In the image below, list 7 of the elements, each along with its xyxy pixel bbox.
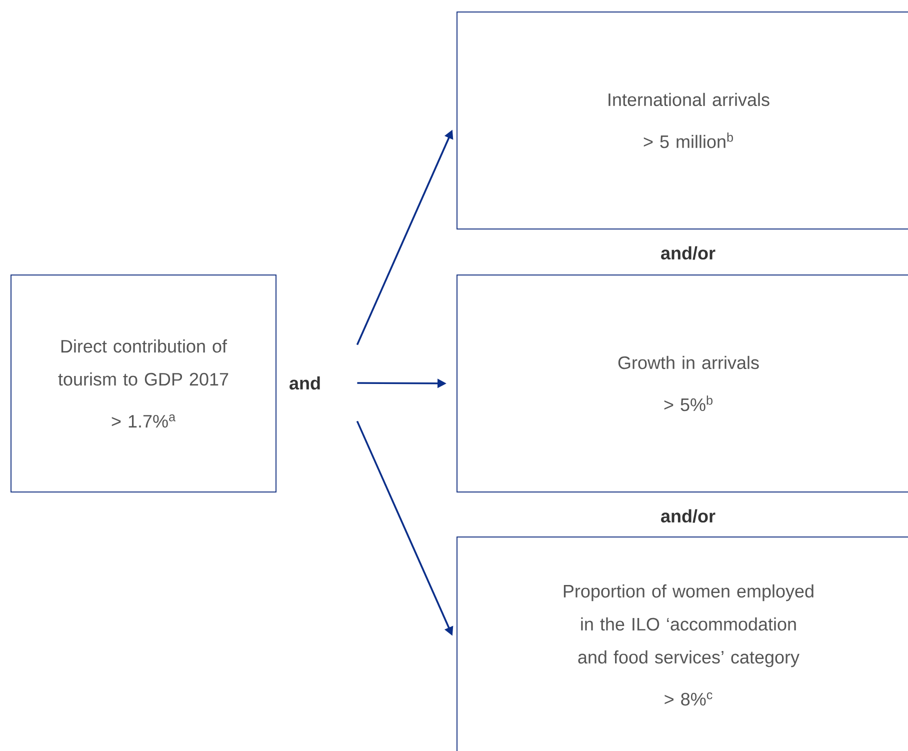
connector-word: and/or: [661, 246, 716, 260]
text-box: International arrivals > 5 million$^{b}$: [456, 12, 908, 230]
connector-word: and/or: [661, 509, 716, 523]
text-box: Direct contribution of tourism to GDP 2017 > 1.7%$^{a}$: [10, 274, 276, 492]
text-box: Growth in arrivals > 5%$^{b}$: [456, 274, 908, 492]
text-box: Proportion of women employed in the ILO ‘accommodation and food services’ category > 8%$^{c}$: [456, 536, 908, 751]
connector-word: and: [290, 376, 320, 390]
